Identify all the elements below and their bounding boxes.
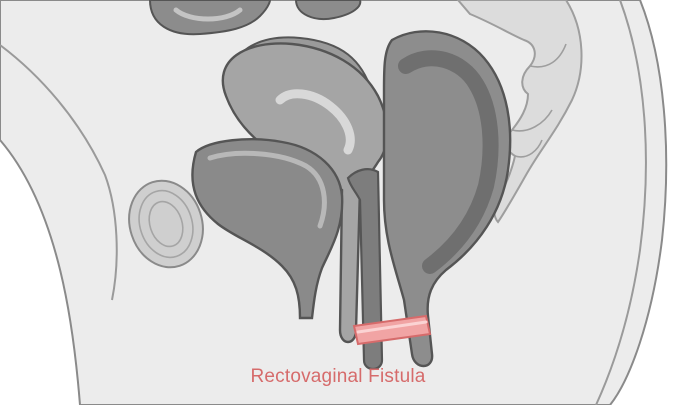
- pubic-bone-ring-2: [148, 200, 184, 248]
- bladder-inner: [207, 150, 327, 229]
- uterine-cavity: [275, 89, 355, 155]
- rectum: [382, 30, 512, 368]
- skin-edge-line: [595, 0, 647, 405]
- bowel-loop-left-inner: [173, 7, 243, 22]
- rectum-lumen: [398, 50, 499, 274]
- abdominal-wall-line: [0, 44, 118, 301]
- vagina: [346, 168, 384, 371]
- bladder: [191, 138, 344, 320]
- diagram-caption: Rectovaginal Fistula: [250, 366, 426, 387]
- sacrum-bone: [456, 0, 583, 224]
- bowel-loop-right: [294, 0, 362, 20]
- pubic-bone-ring-1: [138, 189, 194, 259]
- fistula-tract-highlight: [356, 320, 428, 334]
- sacrum-segment-line: [511, 43, 567, 158]
